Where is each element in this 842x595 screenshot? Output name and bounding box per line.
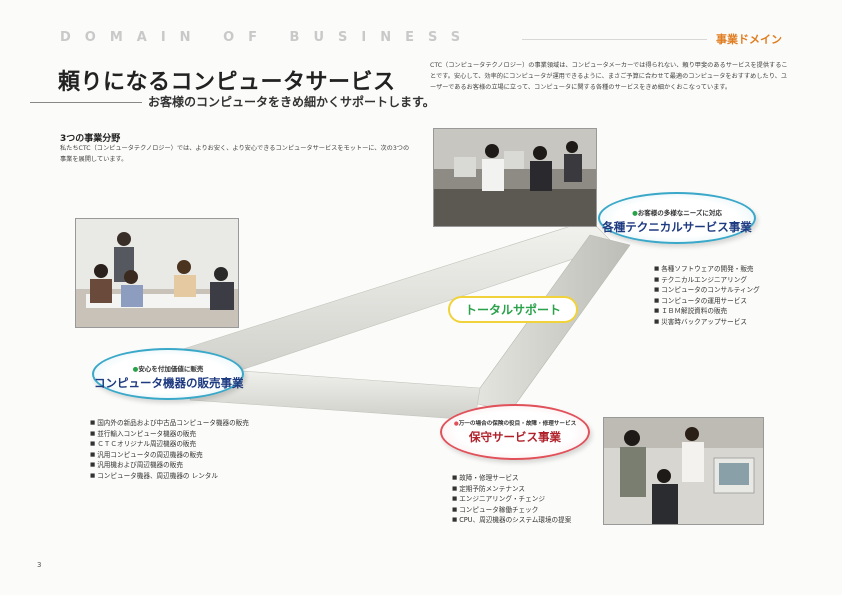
list-item: コンピュータ機器、周辺機器の レンタル	[90, 471, 249, 482]
maintenance-service-list: 故障・修理サービス 定期予防メンテナンス エンジニアリング・チェンジ コンピュー…	[452, 473, 571, 526]
maintenance-name: 保守サービス事業	[469, 430, 561, 444]
bullet-dot: ●	[453, 421, 459, 427]
page-title: 頼りになるコンピュータサービス	[58, 70, 396, 95]
page-number: 3	[37, 561, 42, 569]
list-item: 定期予防メンテナンス	[452, 484, 571, 495]
subtitle-divider	[30, 102, 142, 103]
header-divider	[522, 39, 707, 40]
list-item: 並行輸入コンピュータ機器の販売	[90, 429, 249, 440]
list-item: 汎用コンピュータの周辺機器の販売	[90, 450, 249, 461]
list-item: ＣＴＣオリジナル周辺機器の販売	[90, 439, 249, 450]
list-item: CPU、周辺機器のシステム環境の提案	[452, 515, 571, 526]
maintenance-tagline: 万一の場合の保険の役目・故障・修理サービス	[458, 421, 577, 427]
list-item: 災害時バックアップサービス	[654, 317, 760, 328]
office-photo-top	[433, 128, 597, 227]
list-item: 故障・修理サービス	[452, 473, 571, 484]
list-item: エンジニアリング・チェンジ	[452, 494, 571, 505]
bullet-dot: ●	[632, 209, 638, 217]
maintenance-oval: ●万一の場合の保険の役目・故障・修理サービス 保守サービス事業	[440, 404, 590, 460]
sales-tagline: 安心を付加価値に販売	[138, 365, 204, 373]
header-english: DOMAIN OF BUSINESS	[60, 30, 475, 45]
sales-oval: ●安心を付加価値に販売 コンピュータ機器の販売事業	[92, 348, 244, 400]
technical-name: 各種テクニカルサービス事業	[602, 220, 752, 234]
intro-paragraph: CTC（コンピュータテクノロジー）の事業領域は、コンピュータメーカーでは得られな…	[430, 62, 788, 91]
total-support-badge: トータルサポート	[448, 296, 578, 323]
technical-tagline: お客様の多様なニーズに対応	[637, 209, 722, 217]
list-item: コンピュータの運用サービス	[654, 296, 760, 307]
list-item: ＩＢＭ解説資料の販売	[654, 306, 760, 317]
section-heading: 3つの事業分野	[60, 134, 121, 144]
technical-service-list: 各種ソフトウェアの開発・販売 テクニカルエンジニアリング コンピュータのコンサル…	[654, 264, 760, 328]
list-item: 各種ソフトウェアの開発・販売	[654, 264, 760, 275]
technical-service-oval: ●お客様の多様なニーズに対応 各種テクニカルサービス事業	[598, 192, 756, 244]
list-item: コンピュータ稼働チェック	[452, 505, 571, 516]
list-item: コンピュータのコンサルティング	[654, 285, 760, 296]
bullet-dot: ●	[132, 365, 139, 373]
page-subtitle: お客様のコンピュータをきめ細かくサポートします。	[148, 95, 435, 109]
list-item: テクニカルエンジニアリング	[654, 275, 760, 286]
sales-name: コンピュータ機器の販売事業	[94, 376, 244, 390]
list-item: 汎用機および周辺機器の販売	[90, 460, 249, 471]
header-japanese: 事業ドメイン	[716, 33, 782, 46]
section-description: 私たちCTC（コンピュータテクノロジー）では、よりお安く、より安心できるコンピュ…	[60, 145, 410, 163]
list-item: 国内外の新品および中古品コンピュータ機器の販売	[90, 418, 249, 429]
office-photo-bottom	[603, 417, 764, 525]
meeting-photo	[75, 218, 239, 328]
sales-service-list: 国内外の新品および中古品コンピュータ機器の販売 並行輸入コンピュータ機器の販売 …	[90, 418, 249, 482]
